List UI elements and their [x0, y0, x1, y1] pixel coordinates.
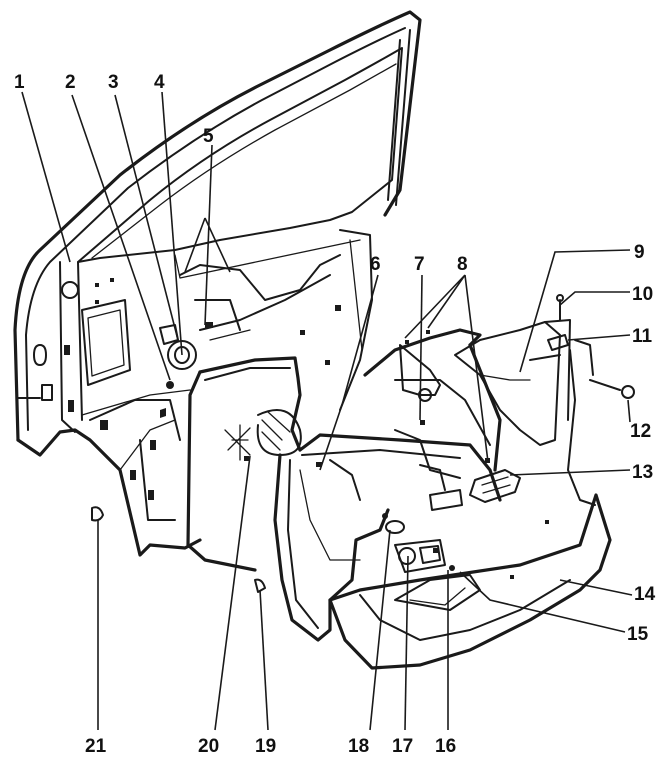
callout-1: 1	[14, 72, 25, 93]
callout-21: 21	[85, 736, 107, 757]
door-trim-panel	[186, 356, 302, 572]
callout-5: 5	[203, 126, 214, 147]
callout-15: 15	[627, 624, 649, 645]
window-regulator	[179, 229, 373, 411]
clips	[91, 506, 266, 593]
callout-4: 4	[154, 72, 165, 93]
callout-17: 17	[392, 736, 413, 757]
callout-16: 16	[435, 736, 456, 757]
callout-14: 14	[634, 584, 656, 605]
callout-8: 8	[457, 254, 468, 275]
latch-parts	[382, 513, 455, 573]
callout-6: 6	[370, 254, 381, 275]
callout-19: 19	[255, 736, 276, 757]
callout-7: 7	[414, 254, 425, 275]
speaker-assembly	[159, 324, 197, 389]
callout-2: 2	[65, 72, 76, 93]
rear-quarter-trim	[363, 319, 596, 511]
callout-20: 20	[198, 736, 219, 757]
lower-rear-trim	[328, 493, 612, 670]
callout-13: 13	[632, 462, 653, 483]
callout-labels: 1 2 3 4 5 6 7 8 9 10 11 12 13 14 15 16 1…	[14, 72, 656, 757]
fasteners	[529, 294, 635, 399]
callout-12: 12	[630, 421, 651, 442]
lower-trim-panel	[273, 433, 502, 642]
inner-door-panel	[16, 261, 202, 557]
leader-lines	[21, 91, 633, 731]
grab-handle	[469, 469, 521, 503]
callout-9: 9	[634, 242, 645, 263]
callout-11: 11	[632, 326, 653, 347]
callout-3: 3	[108, 72, 119, 93]
callout-10: 10	[632, 284, 653, 305]
callout-18: 18	[348, 736, 369, 757]
door-window-frame	[13, 10, 422, 442]
